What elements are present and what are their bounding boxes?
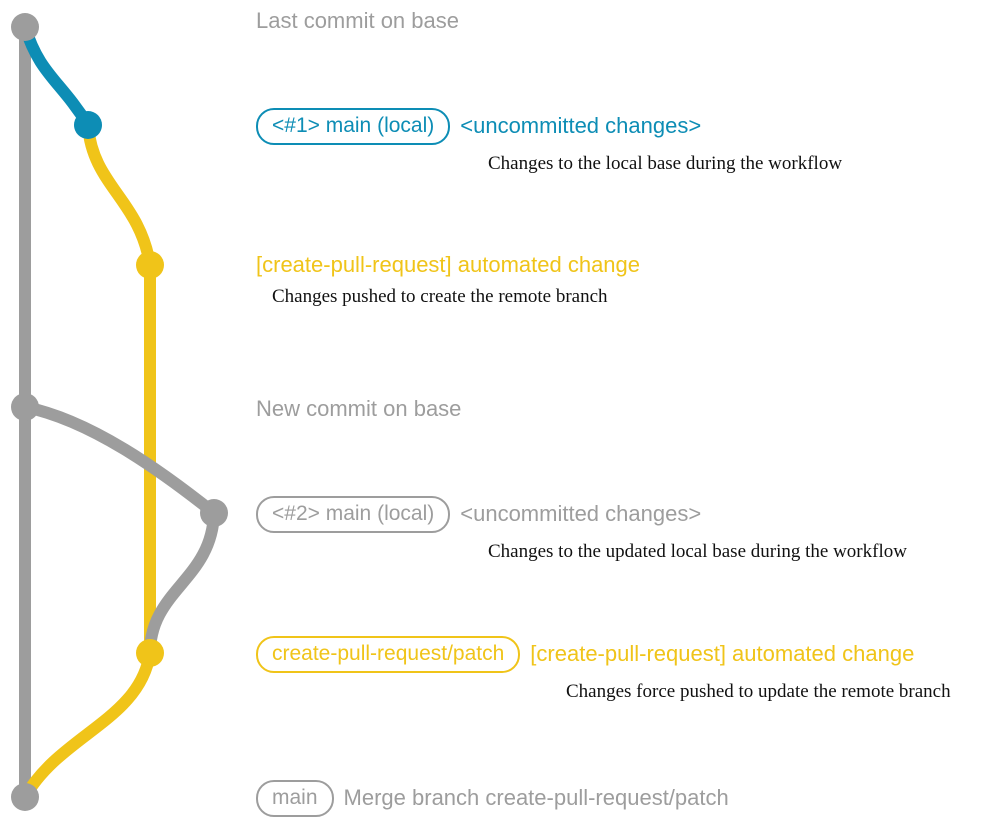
commit-row-head: <#1> main (local)<uncommitted changes>: [256, 108, 702, 146]
commit-row-head: [create-pull-request] automated change: [256, 252, 640, 278]
commit-subject-local-main-2: <uncommitted changes>: [460, 501, 702, 527]
commit-row-last-commit-on-base: Last commit on base: [256, 8, 459, 34]
commit-row-local-main-2: <#2> main (local)<uncommitted changes> Ch…: [256, 496, 907, 564]
commit-subject-local-main-1: <uncommitted changes>: [460, 113, 702, 139]
commit-subject-patch-commit-1: [create-pull-request] automated change: [256, 252, 641, 277]
ref-badge-merge-commit[interactable]: main: [256, 780, 339, 818]
commit-note-patch-commit-2: Changes force pushed to update the remot…: [566, 681, 951, 703]
commit-note-local-main-1: Changes to the local base during the wor…: [488, 153, 843, 175]
ref-badge-patch-commit-2[interactable]: create-pull-request/patch: [256, 636, 526, 674]
commit-subject-merge-commit: Merge branch create-pull-request/patch: [343, 785, 729, 811]
commit-subject-last-commit-on-base: Last commit on base: [256, 8, 459, 33]
commit-row-local-main-1: <#1> main (local)<uncommitted changes> Ch…: [256, 108, 842, 176]
ref-badge-local-main-1[interactable]: <#1> main (local): [256, 108, 456, 146]
commit-subject-new-commit-on-base: New commit on base: [256, 396, 462, 421]
commit-row-patch-commit-2: create-pull-request/patch[create-pull-re…: [256, 636, 951, 704]
commit-row-head: New commit on base: [256, 396, 461, 422]
commit-subject-patch-commit-2: [create-pull-request] automated change: [530, 641, 915, 667]
commit-row-head: <#2> main (local)<uncommitted changes>: [256, 496, 702, 534]
commit-note-patch-commit-1: Changes pushed to create the remote bran…: [272, 286, 608, 308]
commit-row-new-commit-on-base: New commit on base: [256, 396, 461, 422]
commit-row-head: create-pull-request/patch[create-pull-re…: [256, 636, 915, 674]
commit-note-local-main-2: Changes to the updated local base during…: [488, 541, 907, 563]
ref-badge-local-main-2[interactable]: <#2> main (local): [256, 496, 456, 534]
commit-row-head: Last commit on base: [256, 8, 459, 34]
